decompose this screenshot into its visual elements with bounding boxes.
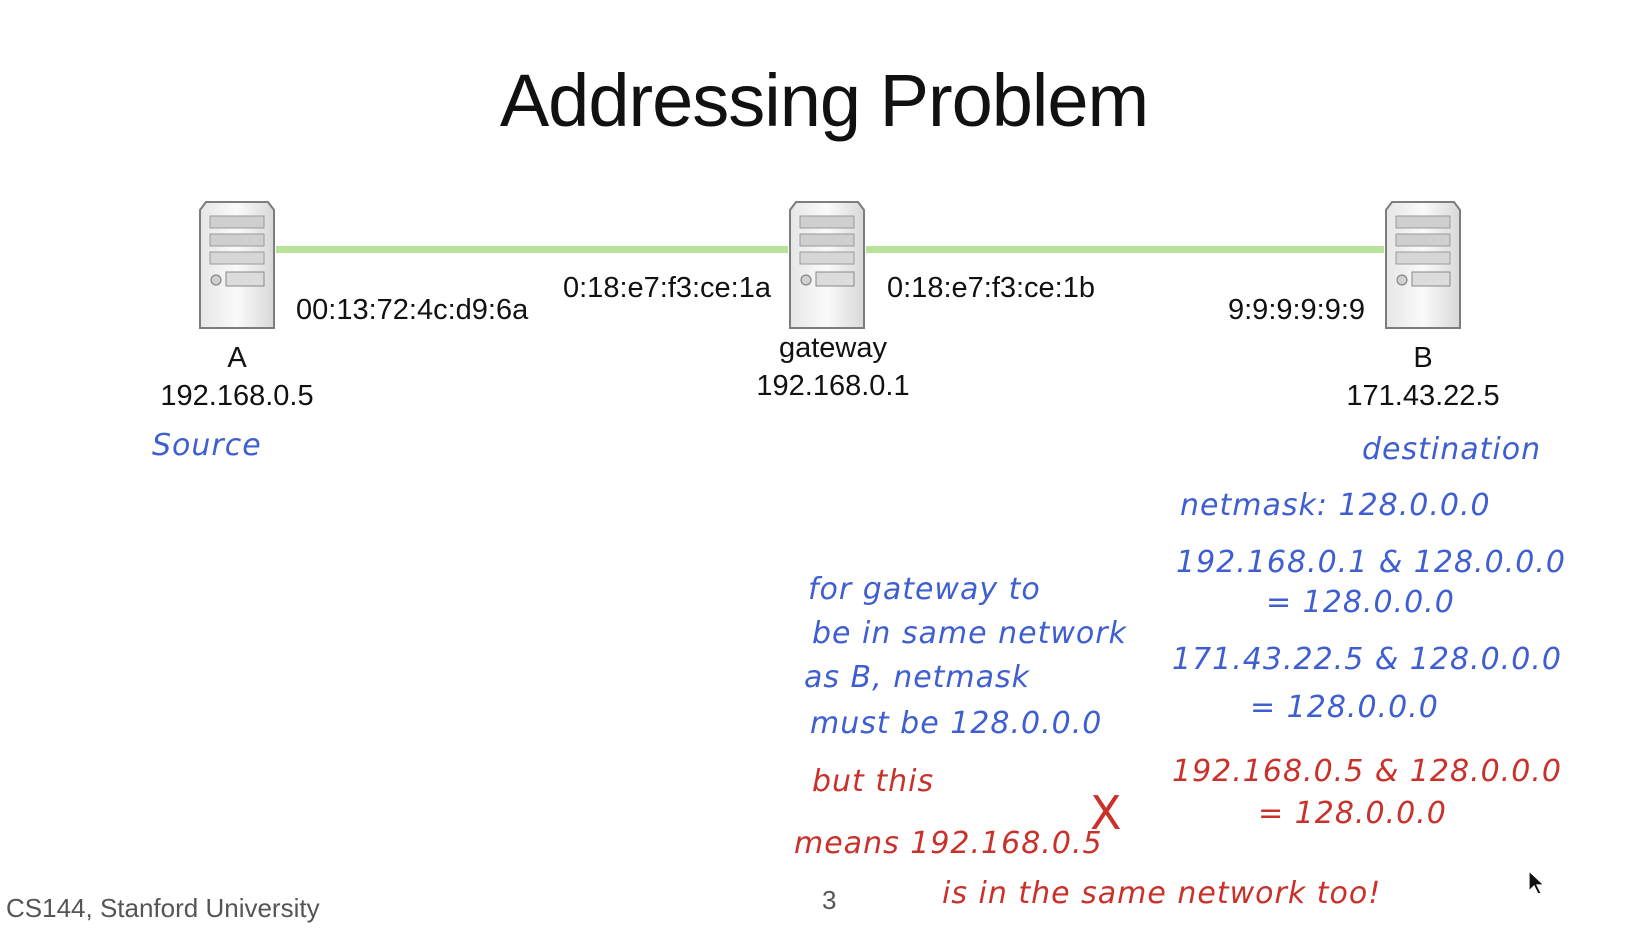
means-annotation: means 192.168.0.5 [794,826,1103,861]
node-a-name: A [227,342,247,374]
same-network-annotation: is in the same network too! [942,876,1382,911]
link-a-gateway [276,246,788,253]
note-line-4: must be 128.0.0.0 [810,706,1103,741]
server-icon [789,201,865,329]
note-line-3: as B, netmask [804,660,1031,695]
node-b-name: B [1413,342,1433,374]
gateway-ip: 192.168.0.1 [756,370,910,402]
mac-gateway-left: 0:18:e7:f3:ce:1a [563,272,771,304]
gateway-name: gateway [778,332,887,364]
page-number: 3 [822,885,837,915]
server-icon [199,201,275,329]
link-gateway-b [866,246,1384,253]
mac-a: 00:13:72:4c:d9:6a [296,294,529,326]
node-a-ip: 192.168.0.5 [160,380,314,412]
calc-a: 192.168.0.5 & 128.0.0.0 [1172,754,1562,789]
mac-b: 9:9:9:9:9:9 [1228,294,1366,326]
course-footer: CS144, Stanford University [6,893,320,923]
calc-b-result: = 128.0.0.0 [1250,690,1439,725]
destination-annotation: destination [1362,432,1542,467]
calc-gateway: 192.168.0.1 & 128.0.0.0 [1176,545,1566,580]
but-this-annotation: but this [812,764,935,799]
mouse-pointer-icon [1528,870,1546,895]
note-line-2: be in same network [812,616,1127,651]
calc-gateway-result: = 128.0.0.0 [1266,585,1455,620]
node-b-ip: 171.43.22.5 [1346,380,1500,412]
source-annotation: Source [152,428,262,463]
mac-gateway-right: 0:18:e7:f3:ce:1b [887,272,1095,304]
calc-b: 171.43.22.5 & 128.0.0.0 [1172,642,1562,677]
netmask-annotation: netmask: 128.0.0.0 [1180,488,1491,523]
cross-mark: X [1090,786,1123,840]
note-line-1: for gateway to [808,572,1041,607]
calc-a-result: = 128.0.0.0 [1258,796,1447,831]
slide-title: Addressing Problem [499,59,1149,142]
server-icon [1385,201,1461,329]
